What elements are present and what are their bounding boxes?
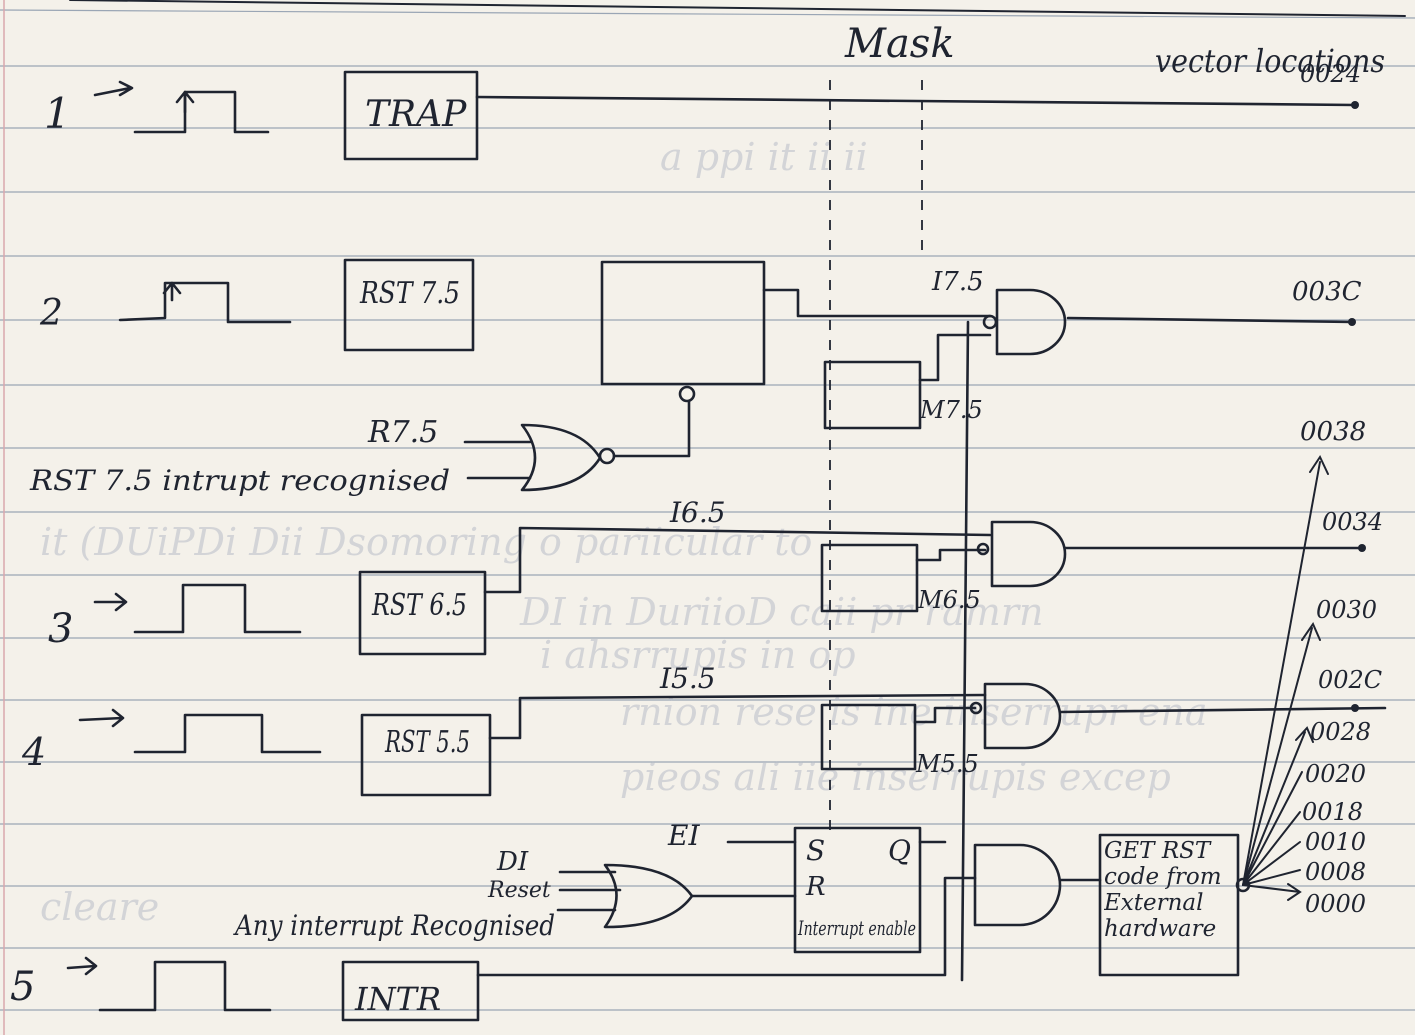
get-rst-code-label: GET RST code from External hardware (1104, 838, 1236, 942)
vector-0020: 0020 (1305, 760, 1366, 788)
ei-label: EI (667, 819, 700, 852)
nor-bubble (600, 449, 614, 463)
i55-label: I5.5 (659, 662, 716, 695)
vector-0018: 0018 (1302, 798, 1363, 826)
intr-and-gate (975, 845, 1060, 925)
inverter-bubble (984, 316, 996, 328)
trap-label: TRAP (365, 94, 467, 135)
ff-r-label: R (805, 872, 826, 902)
bleed-through: a ppi it ii ii it (DUiPDi Dii Dsomoring … (40, 135, 1207, 929)
ff-q-label: Q (888, 834, 911, 867)
vector-0038: 0038 (1300, 417, 1366, 447)
trap-vector: 0024 (1300, 60, 1361, 88)
svg-text:pieos ali iie inserrupis e: pieos ali iie inserrupis excep (620, 755, 1171, 799)
any-interrupt-label: Any interrupt Recognised (232, 909, 555, 942)
edge-arrow-icon (177, 92, 193, 112)
svg-text:cleare: cleare (40, 885, 159, 929)
m55-label: M5.5 (915, 750, 979, 778)
clear-bubble (680, 387, 694, 401)
vector-0008: 0008 (1305, 858, 1366, 886)
rst75-pulse-waveform (120, 283, 290, 322)
ff-enable-label: Interrupt enable (797, 916, 916, 940)
svg-text:a ppi it ii ii: a ppi it ii ii (660, 135, 868, 179)
input-number-4: 4 (21, 730, 46, 774)
reset-label: Reset (487, 878, 551, 903)
vector-0030: 0030 (1316, 596, 1377, 624)
mask-heading: Mask (844, 21, 955, 67)
rst65-and-gate (992, 522, 1065, 586)
m75-line (920, 335, 990, 380)
vector-0000: 0000 (1305, 890, 1366, 918)
rst75-flipflop (602, 262, 764, 384)
arrow-icon (80, 710, 123, 726)
ei-or-gate (605, 865, 692, 927)
rst75-recognised-label: RST 7.5 intrupt recognised (29, 464, 450, 497)
di-label: DI (496, 847, 529, 877)
r75-nor-gate (522, 425, 600, 490)
rst65-pulse-waveform (135, 585, 300, 632)
rst75-label: RST 7.5 (359, 276, 460, 311)
m65-line (917, 550, 985, 560)
input-number-5: 5 (10, 964, 35, 1010)
or-inputs (558, 872, 620, 910)
rst65-label: RST 6.5 (371, 588, 467, 623)
m75-mask-box (825, 362, 920, 428)
r75-label: R7.5 (367, 415, 438, 450)
arrow-icon (95, 82, 132, 95)
trap-output-line (477, 97, 1355, 105)
intr-pulse-waveform (100, 962, 270, 1010)
i65-label: I6.5 (669, 496, 726, 529)
rst55-vector: 002C (1318, 666, 1382, 694)
input-number-1: 1 (44, 89, 71, 138)
rst75-row: 2 RST 7.5 I7.5 M7.5 003C R7.5 RST 7.5 in… (29, 260, 1362, 497)
rst55-label: RST 5.5 (384, 725, 470, 760)
rst55-pulse-waveform (135, 715, 320, 752)
ff-s-label: S (806, 834, 825, 867)
vector-0028: 0028 (1310, 718, 1371, 746)
rst75-and-gate (997, 290, 1065, 354)
rst75-vector: 003C (1292, 277, 1362, 307)
edge-arrow-icon (164, 283, 180, 300)
arrow-icon (95, 594, 126, 610)
vector-0010: 0010 (1305, 828, 1366, 856)
arrow-icon (68, 958, 96, 974)
intr-label: INTR (354, 980, 441, 1018)
input-number-3: 3 (48, 606, 73, 652)
input-number-2: 2 (39, 293, 63, 334)
m75-label: M7.5 (919, 396, 983, 424)
trap-pulse-waveform (135, 92, 268, 132)
rst65-vector: 0034 (1322, 508, 1383, 536)
i75-label: I7.5 (931, 267, 984, 297)
m65-label: M6.5 (917, 586, 981, 614)
